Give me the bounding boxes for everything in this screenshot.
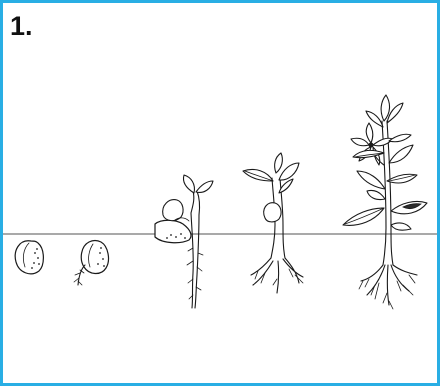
stage-germinating-seed — [74, 241, 108, 286]
stage-mature-plant — [343, 95, 427, 309]
plant-growth-illustration — [3, 3, 437, 383]
stage-seedling-emerging — [155, 175, 213, 308]
stage-seed — [15, 241, 43, 274]
flower-icon — [351, 123, 393, 165]
stage-young-seedling — [243, 153, 303, 293]
